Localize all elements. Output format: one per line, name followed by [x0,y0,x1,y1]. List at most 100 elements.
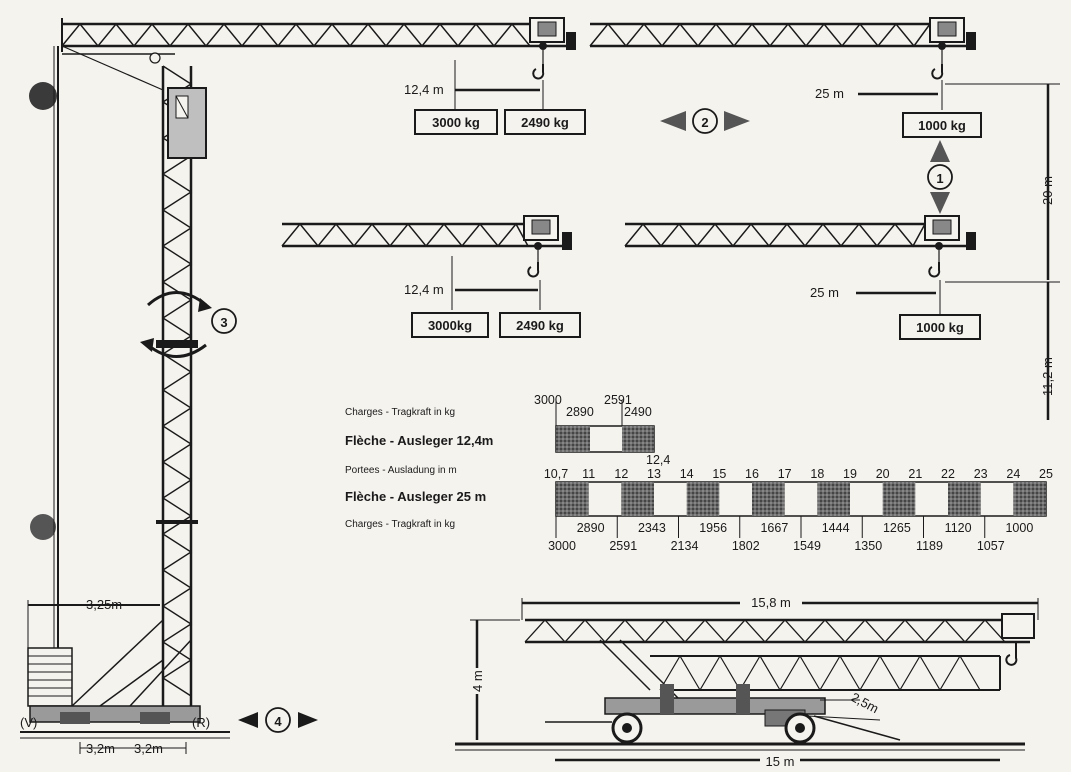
ballast-block [27,647,73,707]
base-right-dim: 3,2m [134,741,163,756]
load-box-mid-right: 1000 kg [916,320,964,335]
table-label-charges-bottom: Charges - Tragkraft in kg [345,519,455,530]
height-label-top-right: 20 m [1040,176,1055,205]
reach-tick-label: 16 [745,467,759,481]
load-upper-value: 1000 [1005,521,1033,535]
height-label-mid-right: 11,2 m [1040,357,1055,396]
reach-tick-label: 12 [614,467,628,481]
load-lower-value: 3000 [548,539,576,553]
hatched-cell [686,482,720,516]
reach-tick-label: 14 [680,467,694,481]
reach-tick-label: 13 [647,467,661,481]
load-box-mid-left-b: 2490 kg [516,318,564,333]
short-end-value: 12,4 [646,453,670,467]
counterweight-reach-label: 3,25m [86,597,122,612]
hatched-cell [752,482,785,516]
load-box-top-left-a: 3000 kg [432,115,480,130]
jib-mid-right [624,215,976,278]
tower-crane: 3 3,25m (V) (R) 3,2m 3,2m [20,17,576,756]
trolley-arrow-left-icon [660,111,686,131]
counterweight-ball-top-icon [29,82,57,110]
table-label-fleche-25: Flèche - Ausleger 25 m [345,489,486,504]
transport-length-boom: 15,8 m [751,595,791,610]
load-lower-value: 1189 [916,539,943,553]
load-upper-value: 2343 [638,521,666,535]
reach-tick-label: 21 [908,467,922,481]
movement-label-hoist: 1 [936,171,943,186]
reach-tick-label: 25 [1039,467,1053,481]
counterweight-ball-lower-icon [30,514,56,540]
reach-tick-label: 15 [712,467,726,481]
load-upper-value: 1956 [699,521,727,535]
load-block-top-right: 25 m 1000 kg 20 m [815,80,1060,280]
load-lower-value: 2591 [609,539,637,553]
load-upper-value: 2890 [577,521,605,535]
main-jib [61,17,576,80]
load-lower-value: 1057 [977,539,1005,553]
load-upper-value: 1667 [760,521,788,535]
transport-axle-dim: 2,5m [849,689,882,716]
load-box-top-right: 1000 kg [918,118,966,133]
short-top-value-2: 2591 [604,393,632,407]
hoist-arrow-down-icon [930,192,950,214]
load-upper-value: 1120 [945,521,972,535]
hoist-arrow-up-icon [930,140,950,162]
hatched-cell [556,482,589,516]
transport-height: 4 m [470,670,485,692]
transport-view: 15,8 m 2,5m 4 m [455,594,1039,769]
load-lower-value: 2134 [671,539,699,553]
movement-label-travel: 4 [274,714,282,729]
left-marker-label: (V) [20,715,37,730]
reach-tick-label: 23 [974,467,988,481]
table-label-charges: Charges - Tragkraft in kg [345,407,455,418]
hatched-cell [882,482,916,516]
reach-tick-label: 17 [778,467,792,481]
load-box-mid-left-a: 3000kg [428,318,472,333]
table-label-fleche-124: Flèche - Ausleger 12,4m [345,433,493,448]
reach-tick-label: 20 [876,467,890,481]
travel-arrow-right-icon [298,712,318,728]
base-left-dim: 3,2m [86,741,115,756]
load-table: Charges - Tragkraft in kg Flèche - Ausle… [345,393,1053,553]
travel-arrow-left-icon [238,712,258,728]
load-lower-value: 1802 [732,539,760,553]
movement-label-slew: 3 [220,315,227,330]
reach-tick-label: 19 [843,467,857,481]
hatched-cell [621,482,654,516]
load-block-top-left: 12,4 m 3000 kg 2490 kg [404,60,586,135]
movement-label-trolley: 2 [701,115,708,130]
right-marker-label: (R) [192,715,210,730]
load-block-mid-right: 25 m 1000 kg 11,2 m [810,280,1060,420]
transport-length-total: 15 m [766,754,795,769]
hatched-cell [948,482,981,516]
short-mid-value-1: 2890 [566,405,594,419]
trolley-arrow-right-icon [724,111,750,131]
reach-label-mid-right: 25 m [810,285,839,300]
load-upper-value: 1265 [883,521,911,535]
reach-label-top-left: 12,4 m [404,82,444,97]
load-block-mid-left: 12,4 m 3000kg 2490 kg [404,256,581,338]
movement-marker-travel [265,707,291,733]
movement-marker-trolley [692,108,718,134]
reach-label-top-right: 25 m [815,86,844,101]
short-mid-value-2: 2490 [624,405,652,419]
reach-tick-label: 24 [1006,467,1020,481]
reach-tick-label: 18 [810,467,824,481]
jib-top-right [589,17,976,80]
short-top-value-1: 3000 [534,393,562,407]
load-box-top-left-b: 2490 kg [521,115,569,130]
tower-mast [61,45,207,710]
hatched-cell [1013,482,1046,516]
load-upper-value: 1444 [822,521,850,535]
long-strip-hatch [556,482,1046,516]
table-label-portees: Portees - Ausladung in m [345,465,457,476]
reach-tick-label: 11 [582,467,595,481]
jib-mid-left [281,215,572,278]
movement-marker-slew [211,308,237,334]
slew-arrows-icon [140,291,212,358]
hatched-cell [817,482,850,516]
reach-tick-label: 10,7 [544,467,568,481]
load-lower-value: 1350 [854,539,882,553]
